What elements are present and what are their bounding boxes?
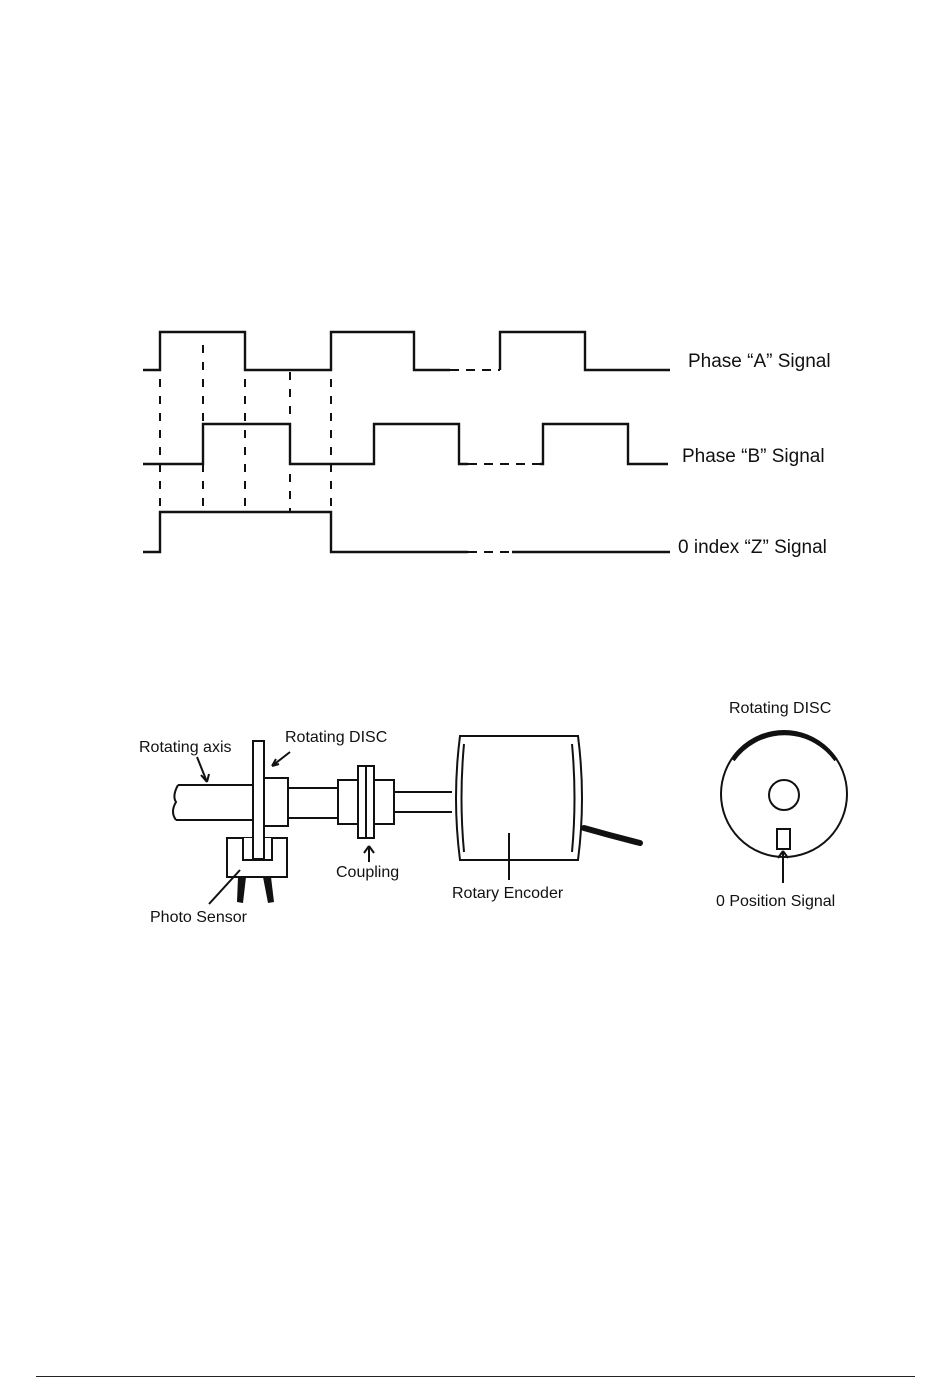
rotating-axis-label: Rotating axis [139,739,232,756]
photo-sensor-label: Photo Sensor [150,909,248,926]
encoder-assembly: Rotating axis Rotating DISC Coupling Rot… [139,729,640,926]
phase-b-waveform [143,424,668,464]
rotary-encoder [456,736,640,860]
rotating-disc-plate [253,741,264,859]
disc-detail-title: Rotating DISC [729,700,831,717]
phase-a-label: Phase “A” Signal [688,351,831,372]
disc-hub [264,778,288,826]
disc-center-hole [769,780,799,810]
rotating-disc-label: Rotating DISC [285,729,387,746]
shaft-middle [288,788,338,818]
coupling-label: Coupling [336,864,399,881]
zero-position-slot [777,829,790,849]
index-z-waveform [143,512,670,552]
timing-diagram: Phase “A” Signal Phase “B” Signal 0 inde… [143,332,831,558]
shaft-right [394,792,452,812]
index-z-label: 0 index “Z” Signal [678,537,827,558]
zero-position-label: 0 Position Signal [716,893,835,910]
disc-detail: Rotating DISC 0 Position Signal [716,700,847,910]
coupling [338,766,394,838]
zero-position-leader [778,851,788,883]
page-bottom-rule [36,1376,915,1377]
rotary-encoder-label: Rotary Encoder [452,885,564,902]
phase-a-waveform [143,332,670,370]
disc-outline-thick [733,733,836,760]
phase-b-label: Phase “B” Signal [682,446,825,467]
rotating-axis [173,785,253,820]
